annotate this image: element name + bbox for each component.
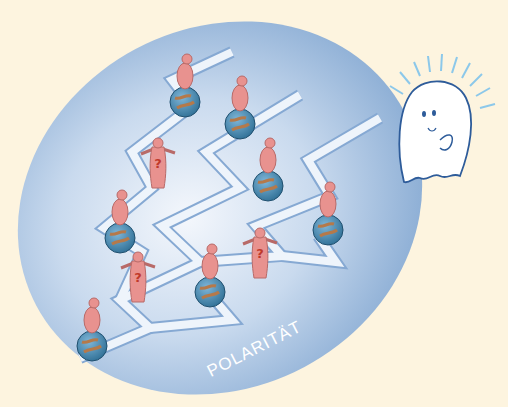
- question-figure: ?: [242, 228, 278, 280]
- question-figure: ?: [140, 138, 176, 190]
- ellipse-outline: [0, 0, 488, 407]
- question-mark: ?: [120, 270, 156, 285]
- ghost-character: [390, 54, 495, 182]
- ellipse-shape: [8, 22, 432, 394]
- question-figure: ?: [120, 252, 156, 304]
- question-mark: ?: [242, 246, 278, 261]
- question-mark: ?: [140, 156, 176, 171]
- polarity-ellipse: ???POLARITÄT: [8, 22, 432, 394]
